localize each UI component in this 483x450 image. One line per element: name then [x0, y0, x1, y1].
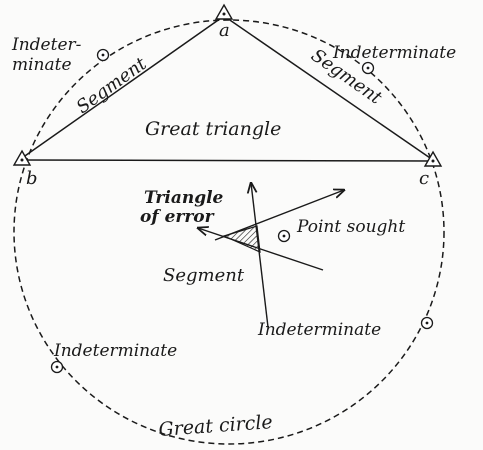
vertex-label-c: c [419, 168, 429, 189]
station-b-icon [12, 149, 32, 166]
triangle-side-ac [223, 15, 434, 161]
label-triangle-of-error-line1: Triangle [144, 188, 224, 208]
indeterminate-point-top-right-icon [361, 61, 375, 75]
label-indeterminate-top-left-line1: Indeter- [11, 35, 82, 55]
label-segment-left: Segment [73, 53, 152, 118]
label-indeterminate-bottom-right: Indeterminate [257, 320, 381, 340]
indeterminate-point-top-left-icon [96, 48, 110, 62]
label-great-circle: Great circle [158, 411, 274, 441]
bearing-line-falling [198, 228, 324, 271]
label-triangle-of-error-line2: of error [140, 207, 215, 227]
label-indeterminate-bottom-left: Indeterminate [53, 341, 177, 361]
label-indeterminate-top-left-line2: minate [12, 55, 72, 75]
indeterminate-point-bottom-right-icon [420, 316, 434, 330]
triangle-side-bc [21, 159, 434, 162]
label-point-sought: Point sought [296, 217, 405, 237]
station-a-icon [214, 3, 234, 20]
vertex-label-b: b [26, 168, 38, 189]
indeterminate-point-bottom-left-icon [50, 360, 64, 374]
vertex-label-a: a [219, 20, 230, 41]
bearing-line-rising [214, 190, 344, 241]
point-sought-icon [277, 229, 291, 243]
station-c-icon [423, 150, 443, 167]
label-indeterminate-top-right: Indeterminate [332, 43, 456, 63]
label-great-triangle: Great triangle [145, 118, 281, 140]
label-segment-middle: Segment [163, 265, 245, 286]
triangle-side-ab [21, 15, 225, 159]
bearing-line-vertical [251, 183, 269, 328]
